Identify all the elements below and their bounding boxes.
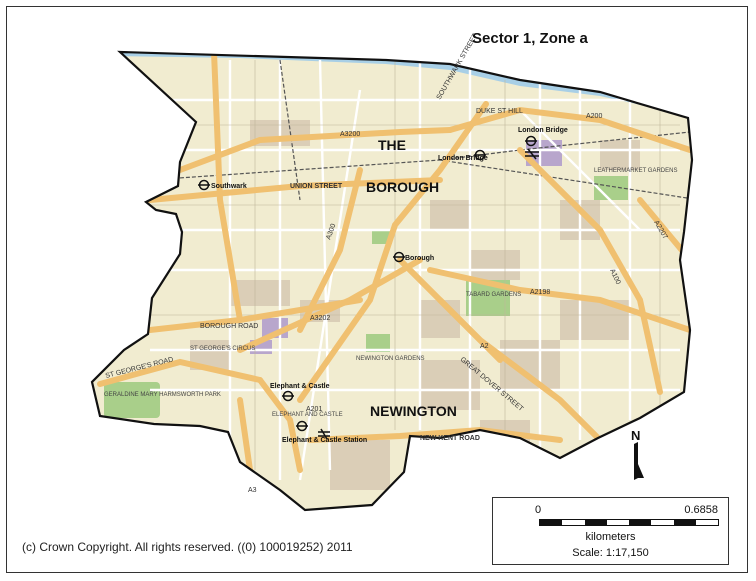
road-label-a2198: A2198 — [530, 289, 550, 296]
underground-icon-london-bridge-east[interactable] — [525, 135, 537, 147]
road-label-duke-street: DUKE ST HILL — [476, 108, 523, 115]
major-roads — [97, 52, 692, 510]
scale-max-label: 0.6858 — [684, 504, 718, 516]
scale-zero-label: 0 — [535, 504, 542, 516]
map-title: Sector 1, Zone a — [472, 30, 588, 47]
north-label: N — [631, 428, 641, 443]
underground-icon-southwark[interactable] — [198, 179, 210, 191]
road-a201 — [257, 377, 303, 473]
underground-icon-elephant[interactable] — [282, 390, 294, 402]
rail-icon-london-bridge[interactable] — [525, 148, 539, 160]
road-a300 — [297, 167, 363, 333]
geraldine-park-area — [104, 382, 160, 418]
north-arrow: N — [628, 428, 646, 484]
north-arrow-icon — [634, 442, 644, 480]
place-label-newington-gardens: NEWINGTON GARDENS — [356, 356, 425, 362]
sector-area — [92, 52, 692, 510]
road-label-union-street: UNION STREET — [290, 183, 343, 190]
road-a300-blackfriars — [211, 52, 243, 323]
road-label-a2: A2 — [480, 343, 489, 350]
place-label-elephant-and-castle: ELEPHANT AND CASTLE — [272, 412, 343, 418]
parks — [104, 176, 628, 418]
road-a100 — [517, 147, 663, 395]
road-borough-high-street — [297, 101, 489, 403]
road-label-a200: A200 — [586, 113, 602, 120]
road-label-a3: A3 — [248, 487, 257, 494]
road-label-a3202: A3202 — [310, 315, 330, 322]
road-label-a3200: A3200 — [340, 131, 360, 138]
area-label-the: THE — [378, 137, 406, 153]
area-label-borough: BOROUGH — [366, 179, 439, 195]
scale-unit-label: kilometers — [585, 531, 636, 543]
road-label-borough-road: BOROUGH ROAD — [200, 323, 258, 330]
station-label-london-bridge-east: London Bridge — [518, 127, 568, 134]
scale-ratio-label: Scale: 1:17,150 — [572, 547, 649, 559]
rail-icon-elephant[interactable] — [318, 428, 330, 440]
underground-icon-london-bridge[interactable] — [474, 149, 486, 161]
road-label-a201: A201 — [306, 406, 322, 413]
area-label-newington: NEWINGTON — [370, 403, 457, 419]
scale-bar-legend: 0 0.6858 kilometers Scale: 1:17,150 — [492, 497, 729, 565]
road-a2-east — [437, 297, 503, 363]
road-st-georges-road — [97, 358, 263, 387]
newington-gardens-area — [366, 334, 390, 352]
station-label-borough: Borough — [405, 255, 434, 262]
sector-outline — [90, 50, 694, 512]
station-label-elephant-station: Elephant & Castle Station — [282, 437, 367, 444]
place-label-leathermarket: LEATHERMARKET GARDENS — [594, 168, 677, 174]
station-markers — [198, 135, 539, 440]
station-label-elephant: Elephant & Castle — [270, 383, 330, 390]
road-a200 — [447, 106, 692, 153]
place-label-geraldine-park: GERALDINE MARY HARMSWORTH PARK — [104, 392, 221, 398]
road-new-kent-road — [307, 426, 563, 443]
underground-icon-borough[interactable] — [393, 251, 405, 263]
place-label-tabard-gardens: TABARD GARDENS — [466, 292, 521, 298]
copyright-notice: (c) Crown Copyright. All rights reserved… — [22, 540, 353, 554]
station-label-southwark: Southwark — [211, 183, 247, 190]
station-label-london-bridge: London Bridge — [438, 155, 488, 162]
road-a2198 — [427, 267, 692, 333]
road-union-street — [147, 177, 443, 203]
place-label-st-georges-circus: ST GEORGE'S CIRCUS — [190, 346, 255, 352]
scale-bar — [539, 519, 719, 526]
underground-icon-elephant-station[interactable] — [296, 420, 308, 432]
road-label-new-kent-road: NEW KENT ROAD — [420, 435, 480, 442]
